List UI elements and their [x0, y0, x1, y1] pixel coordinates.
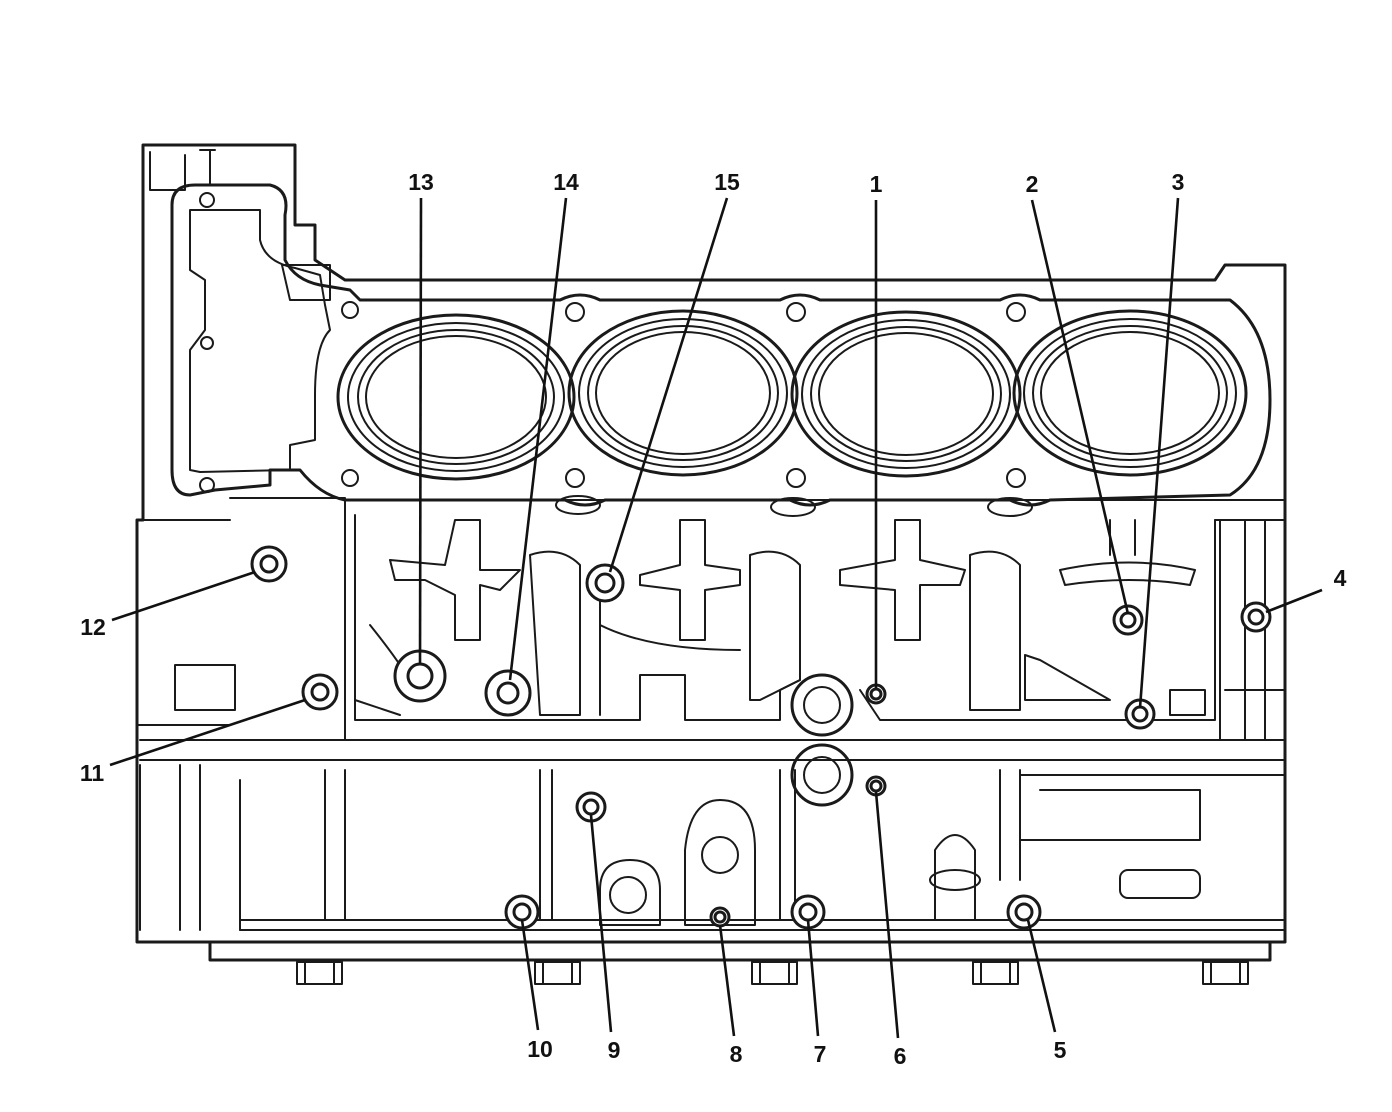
callout-label-1: 1	[870, 171, 883, 197]
bolt-hole-3	[1131, 705, 1149, 723]
callout-9: 9	[575, 791, 621, 1063]
callout-label-4: 4	[1334, 565, 1347, 591]
callout-label-15: 15	[714, 169, 740, 195]
callout-11: 11	[80, 673, 339, 786]
bolt-hole-13	[406, 662, 434, 690]
leader-line-2	[1030, 199, 1130, 615]
callout-label-3: 3	[1172, 169, 1185, 195]
central-boss	[790, 673, 854, 807]
leader-line-9	[589, 814, 613, 1033]
bolt-hole-4	[1247, 608, 1265, 626]
callout-15: 15	[585, 169, 740, 603]
bolt-hole-10	[512, 902, 532, 922]
leader-line-7	[806, 919, 820, 1037]
leader-line-15	[608, 197, 729, 573]
callout-label-6: 6	[894, 1043, 907, 1069]
bolt-hole-12	[259, 554, 279, 574]
cylinder-bore-2	[567, 309, 799, 477]
cylinder-bore-1	[336, 313, 576, 481]
bolt-hole-2	[1119, 611, 1137, 629]
leader-line-14	[508, 197, 568, 681]
callout-label-8: 8	[730, 1041, 743, 1067]
callout-12: 12	[80, 545, 288, 640]
callout-8: 8	[709, 906, 743, 1067]
bolt-hole-6	[869, 779, 883, 793]
leader-line-6	[874, 791, 900, 1039]
block-side-webs	[136, 499, 1286, 761]
callout-label-11: 11	[80, 760, 105, 786]
leader-line-10	[520, 919, 540, 1031]
cylinder-bore-4	[1012, 309, 1248, 477]
leader-line-3	[1138, 197, 1180, 709]
pan-bolt-1	[296, 961, 343, 985]
leader-line-4	[1265, 588, 1323, 614]
bolt-hole-7	[798, 902, 818, 922]
leader-line-12	[111, 570, 256, 622]
callout-label-7: 7	[814, 1041, 827, 1067]
callout-label-13: 13	[408, 169, 434, 195]
callout-13: 13	[393, 169, 447, 703]
callout-2: 2	[1026, 171, 1144, 636]
head-gasket	[170, 183, 1272, 517]
callout-label-9: 9	[608, 1037, 621, 1063]
callout-1: 1	[865, 171, 887, 705]
oil-pan-flange	[208, 940, 1272, 985]
callout-10: 10	[504, 894, 553, 1062]
bolt-hole-8	[713, 910, 727, 924]
callout-label-14: 14	[553, 169, 579, 195]
pan-bolt-2	[534, 961, 581, 985]
leader-line-5	[1026, 919, 1057, 1033]
cylinder-bore-3	[790, 310, 1022, 478]
callout-label-10: 10	[527, 1036, 553, 1062]
cylinder-bores	[336, 309, 1248, 481]
bolt-hole-14	[496, 681, 520, 705]
callout-label-2: 2	[1026, 171, 1039, 197]
callout-label-5: 5	[1054, 1037, 1067, 1063]
pan-bolt-5	[1202, 961, 1249, 985]
bolt-hole-9	[582, 798, 600, 816]
leader-line-13	[418, 197, 423, 665]
leader-line-8	[718, 924, 736, 1037]
bolt-hole-15	[594, 572, 616, 594]
bolt-hole-11	[310, 682, 330, 702]
bolt-hole-5	[1014, 902, 1034, 922]
callout-3: 3	[1124, 169, 1185, 730]
callout-6: 6	[865, 775, 907, 1069]
callout-4: 4	[1240, 565, 1347, 633]
callout-5: 5	[1006, 894, 1067, 1063]
bolt-hole-1	[869, 687, 883, 701]
callout-7: 7	[790, 894, 827, 1067]
callout-14: 14	[484, 169, 579, 717]
callout-label-12: 12	[80, 614, 106, 640]
pan-bolt-3	[751, 961, 798, 985]
leader-line-11	[109, 698, 306, 767]
crankcase-lower	[139, 764, 1286, 931]
pan-bolt-4	[972, 961, 1019, 985]
